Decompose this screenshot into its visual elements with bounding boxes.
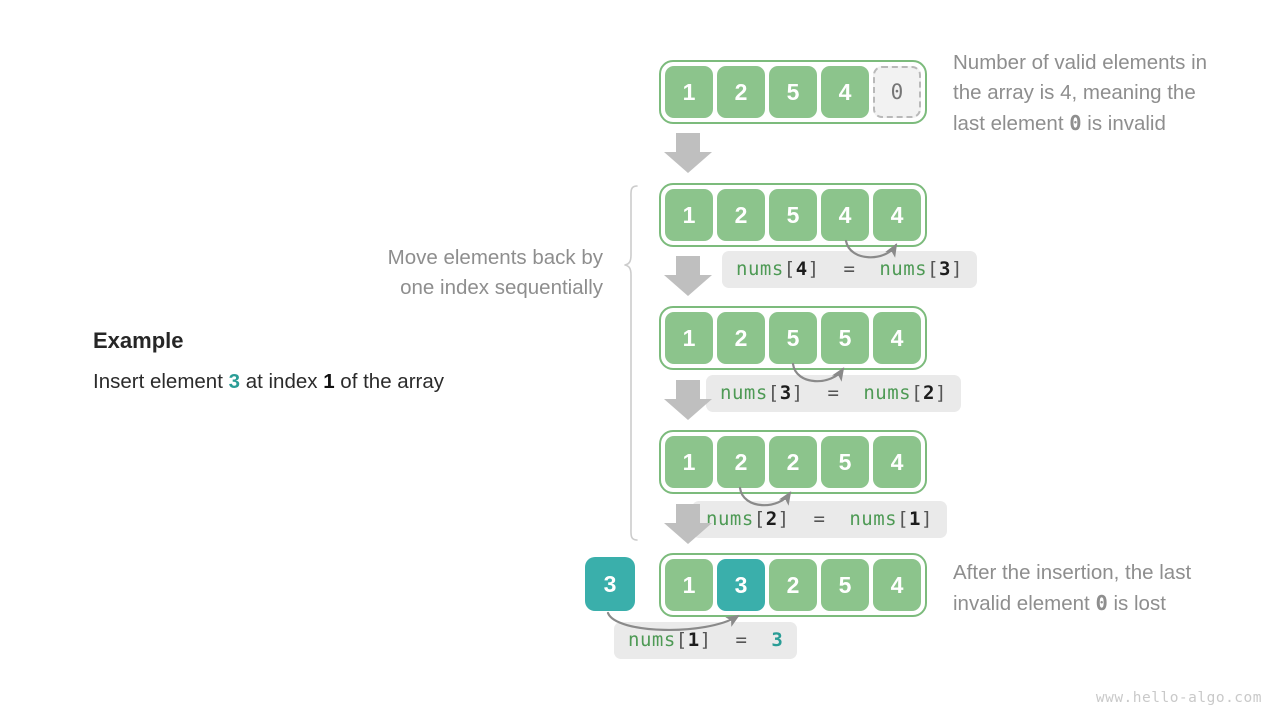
example-desc-value: 3 (228, 370, 240, 393)
array-cell: 4 (873, 312, 921, 364)
note-after-line2b: is lost (1107, 592, 1166, 615)
array-cell: 4 (821, 189, 869, 241)
code-rhs-name: nums (863, 382, 912, 404)
note-move-line1: Move elements back by (387, 246, 603, 269)
code-lhs-name: nums (706, 508, 754, 530)
example-description: Insert element 3 at index 1 of the array (93, 370, 444, 394)
note-valid-line1: Number of valid elements in (953, 51, 1208, 74)
note-valid-line3a: last element (953, 112, 1070, 135)
code-label-assign-3-from-2: nums[3] = nums[2] (706, 375, 961, 412)
example-desc-index: 1 (323, 370, 335, 393)
array-cell: 1 (665, 559, 713, 611)
array-cell: 2 (717, 312, 765, 364)
array-cell: 5 (769, 312, 817, 364)
array-cell: 5 (821, 312, 869, 364)
array-cell: 2 (717, 436, 765, 488)
code-lhs-index: 2 (765, 508, 778, 530)
note-after-line2a: invalid element (953, 592, 1096, 615)
array-cell: 4 (873, 189, 921, 241)
code-rhs-literal: 3 (771, 629, 784, 651)
down-arrow-1 (664, 133, 712, 173)
code-lhs-bracket-open: [ (753, 508, 766, 530)
code-lhs-bracket-close: ] (807, 258, 820, 280)
watermark: www.hello-algo.com (1095, 690, 1262, 706)
array-cell: 5 (769, 66, 817, 118)
down-arrow-3 (664, 380, 712, 420)
array-cell: 1 (665, 189, 713, 241)
code-label-assign-4-from-3: nums[4] = nums[3] (722, 251, 977, 288)
note-valid-line2: the array is 4, meaning the (953, 81, 1196, 104)
array-cell: 4 (873, 436, 921, 488)
example-desc-part2: at index (240, 370, 324, 393)
code-lhs-name: nums (628, 629, 676, 651)
code-lhs-bracket-close: ] (699, 629, 712, 651)
example-desc-part1: Insert element (93, 370, 229, 393)
note-valid-elements: Number of valid elements in the array is … (953, 48, 1263, 139)
code-rhs-bracket-close: ] (951, 258, 963, 280)
code-label-assign-2-from-1: nums[2] = nums[1] (692, 501, 947, 538)
code-lhs-index: 1 (687, 629, 700, 651)
array-cell: 4 (873, 559, 921, 611)
array-cell: 2 (769, 559, 817, 611)
code-rhs-name: nums (849, 508, 898, 530)
array-cell: 1 (665, 436, 713, 488)
code-lhs-bracket-close: ] (791, 382, 804, 404)
code-rhs-bracket-open: [ (911, 382, 924, 404)
array-cell: 5 (821, 559, 869, 611)
insert-element-cell: 3 (585, 557, 635, 611)
code-label-assign-1-literal: nums[1] = 3 (614, 622, 798, 659)
note-after-insertion: After the insertion, the last invalid ele… (953, 558, 1263, 619)
code-operator: = (711, 629, 772, 651)
array-cell: 3 (717, 559, 765, 611)
code-lhs-bracket-close: ] (777, 508, 790, 530)
code-lhs-index: 3 (779, 382, 792, 404)
code-lhs-name: nums (720, 382, 768, 404)
note-after-line1: After the insertion, the last (953, 561, 1192, 584)
note-move-line2: one index sequentially (400, 276, 603, 299)
note-move-elements: Move elements back by one index sequentia… (300, 243, 603, 303)
code-rhs-bracket-open: [ (927, 258, 940, 280)
array-cell: 5 (821, 436, 869, 488)
code-rhs-name: nums (879, 258, 928, 280)
example-title: Example (93, 328, 184, 353)
note-valid-line3b: is invalid (1081, 112, 1166, 135)
code-operator: = (789, 508, 850, 530)
array-cell: 4 (821, 66, 869, 118)
note-after-zero: 0 (1095, 591, 1108, 615)
array-cell: 1 (665, 312, 713, 364)
code-rhs-bracket-open: [ (897, 508, 910, 530)
code-lhs-name: nums (736, 258, 784, 280)
array-cell: 2 (769, 436, 817, 488)
code-lhs-bracket-open: [ (767, 382, 780, 404)
code-operator: = (819, 258, 880, 280)
array-cell: 1 (665, 66, 713, 118)
code-operator: = (803, 382, 864, 404)
array-cell: 2 (717, 189, 765, 241)
array-cell: 5 (769, 189, 817, 241)
down-arrow-2 (664, 256, 712, 296)
code-lhs-index: 4 (795, 258, 808, 280)
array-cell: 2 (717, 66, 765, 118)
code-rhs-bracket-close: ] (921, 508, 933, 530)
example-desc-part3: of the array (334, 370, 444, 393)
code-lhs-bracket-open: [ (675, 629, 688, 651)
code-rhs-index: 3 (939, 258, 951, 280)
code-rhs-index: 2 (923, 382, 935, 404)
group-brace (624, 185, 638, 541)
code-rhs-bracket-close: ] (935, 382, 947, 404)
code-lhs-bracket-open: [ (783, 258, 796, 280)
note-valid-zero: 0 (1069, 111, 1082, 135)
array-cell: 0 (873, 66, 921, 118)
code-rhs-index: 1 (909, 508, 921, 530)
